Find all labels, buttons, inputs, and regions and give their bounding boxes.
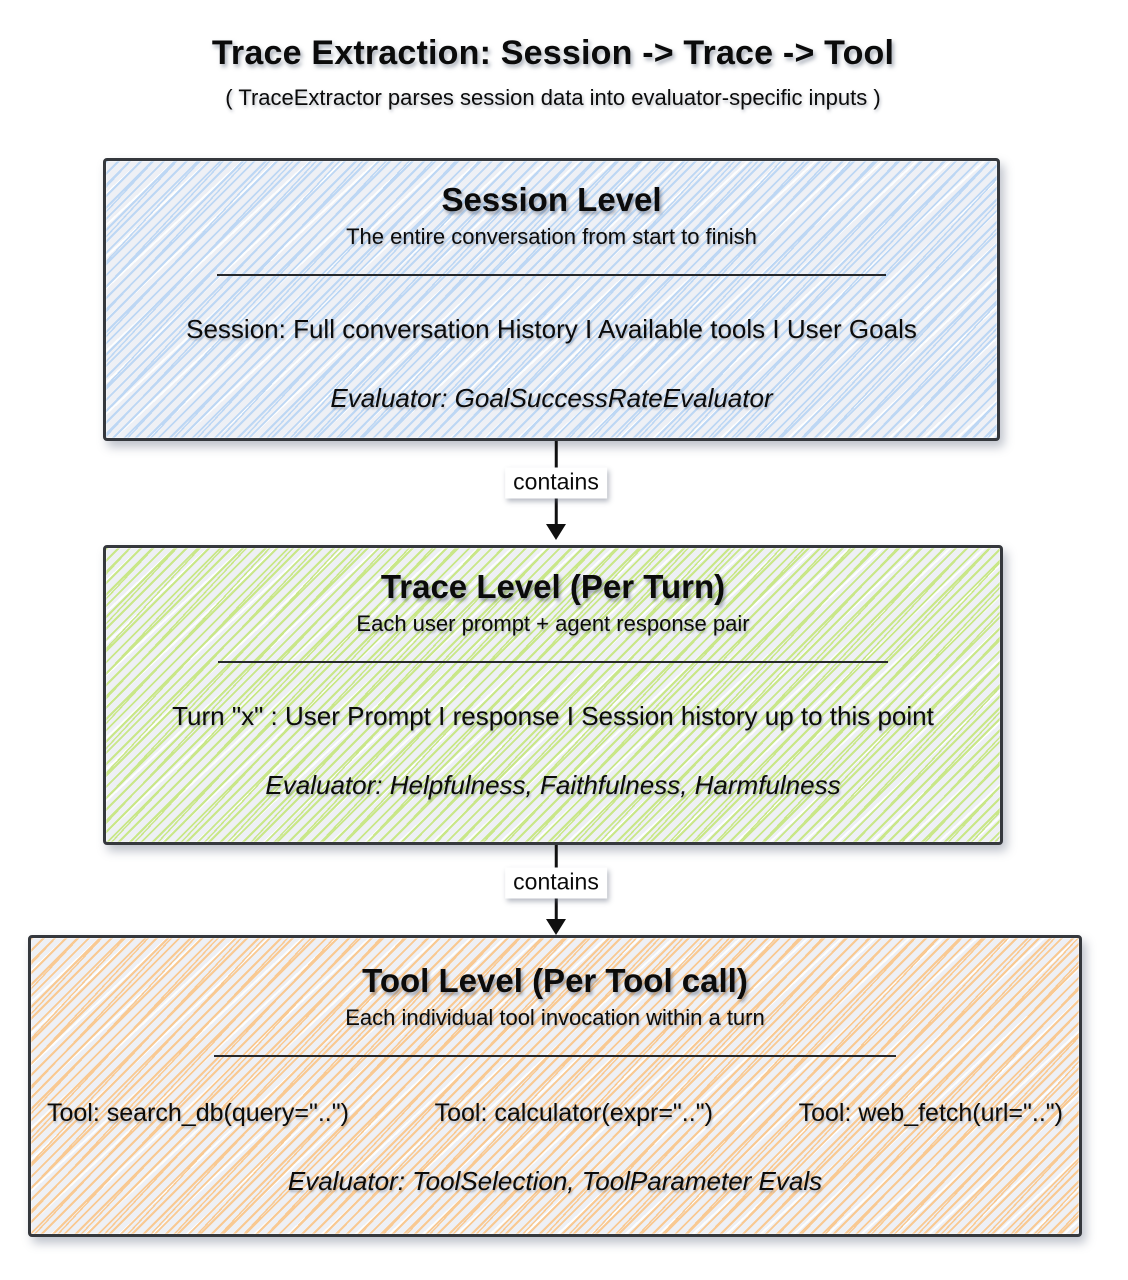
tool-level-evaluator: Evaluator: ToolSelection, ToolParameter … (287, 1166, 823, 1196)
session-level-box: Session Level The entire conversation fr… (103, 158, 1000, 441)
divider-line (217, 661, 889, 663)
divider-line (214, 1055, 896, 1057)
tool-example-search-db: Tool: search_db(query="..") (47, 1099, 349, 1127)
tool-example-calculator: Tool: calculator(expr="..") (434, 1099, 713, 1127)
trace-level-body: Turn "x" : User Prompt I response I Sess… (172, 701, 934, 731)
session-level-body: Session: Full conversation History I Ava… (186, 314, 917, 344)
contains-connector-1: contains (505, 441, 607, 540)
diagram-subtitle: ( TraceExtractor parses session data int… (225, 85, 881, 110)
contains-label-1: contains (505, 467, 607, 499)
tool-example-web-fetch: Tool: web_fetch(url="..") (798, 1099, 1063, 1127)
arrow-head-icon (546, 919, 566, 935)
tool-level-box: Tool Level (Per Tool call) Each individu… (28, 935, 1082, 1237)
diagram-title: Trace Extraction: Session -> Trace -> To… (211, 34, 895, 72)
session-level-evaluator: Evaluator: GoalSuccessRateEvaluator (330, 383, 773, 413)
tool-level-title: Tool Level (Per Tool call) (362, 962, 748, 999)
diagram-header: Trace Extraction: Session -> Trace -> To… (0, 34, 1106, 111)
trace-level-subtitle: Each user prompt + agent response pair (356, 611, 750, 636)
contains-connector-2: contains (505, 845, 607, 935)
session-level-title: Session Level (441, 181, 662, 218)
trace-level-box: Trace Level (Per Turn) Each user prompt … (103, 545, 1003, 845)
session-level-subtitle: The entire conversation from start to fi… (346, 224, 757, 249)
arrow-head-icon (546, 524, 566, 540)
trace-level-evaluator: Evaluator: Helpfulness, Faithfulness, Ha… (265, 770, 841, 800)
trace-level-title: Trace Level (Per Turn) (380, 568, 726, 605)
tool-level-subtitle: Each individual tool invocation within a… (345, 1005, 765, 1030)
contains-label-2: contains (505, 867, 607, 899)
divider-line (217, 274, 886, 276)
tool-examples-row: Tool: search_db(query="..") Tool: calcul… (31, 1099, 1079, 1128)
